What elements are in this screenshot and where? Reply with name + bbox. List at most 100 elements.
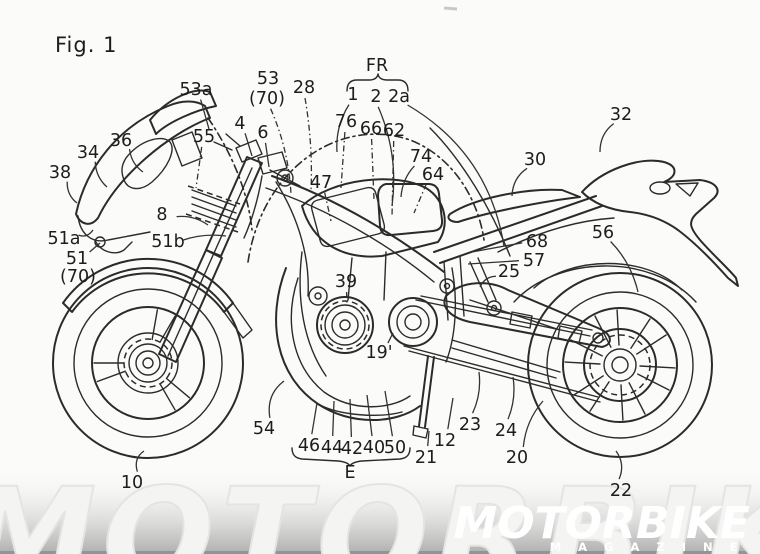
bottom-edge bbox=[0, 551, 760, 554]
ref-label-2: 2 bbox=[370, 87, 381, 107]
rear-wheel bbox=[527, 272, 713, 458]
leader-76 bbox=[340, 131, 346, 189]
ref-label-8: 8 bbox=[156, 205, 167, 225]
ref-label-4: 4 bbox=[234, 114, 245, 134]
spoke-line bbox=[159, 315, 176, 343]
main-frame bbox=[265, 175, 497, 321]
leader-34 bbox=[94, 161, 108, 188]
fr-direction-group: FR bbox=[346, 56, 409, 92]
ref-label-24: 24 bbox=[495, 421, 517, 441]
front-fork bbox=[158, 156, 263, 363]
ref-label-36: 36 bbox=[110, 131, 132, 151]
rear-wheel-spokes bbox=[564, 309, 676, 421]
leader-44 bbox=[332, 400, 335, 437]
ref-label-54: 54 bbox=[253, 419, 275, 439]
ref-label-51: 51 bbox=[66, 249, 88, 269]
ref-label-51b: 51b bbox=[151, 232, 184, 252]
swingarm-and-drive bbox=[403, 282, 611, 403]
leader-47 bbox=[324, 192, 332, 222]
spoke-line bbox=[637, 373, 670, 391]
leader-66 bbox=[370, 138, 375, 201]
leader-50 bbox=[384, 390, 394, 437]
leader-21 bbox=[427, 430, 430, 447]
brand-watermark: MOTORBIKE M A G A Z I N E bbox=[453, 498, 750, 554]
ref-label-50: 50 bbox=[384, 438, 406, 458]
ref-label-57: 57 bbox=[523, 251, 545, 271]
leader-2a bbox=[407, 104, 505, 247]
leader-51 bbox=[89, 242, 101, 253]
spoke-line bbox=[564, 361, 601, 365]
leader-38 bbox=[66, 181, 78, 204]
ref-label-70: (70) bbox=[60, 267, 96, 287]
brand-logo-text: MOTORBIKE bbox=[453, 498, 750, 549]
leader-32 bbox=[599, 123, 615, 153]
leader-2 bbox=[377, 106, 395, 207]
ref-label-44: 44 bbox=[321, 438, 343, 458]
leader-22 bbox=[615, 450, 623, 480]
leader-23 bbox=[472, 371, 481, 414]
leader-57 bbox=[467, 260, 520, 265]
leader-64 bbox=[413, 183, 427, 214]
leader-24 bbox=[507, 376, 515, 420]
front-cowl bbox=[75, 89, 253, 254]
leader-28 bbox=[304, 97, 313, 192]
ref-label-12: 12 bbox=[434, 431, 456, 451]
spoke-line bbox=[594, 315, 612, 348]
leader-19 bbox=[387, 332, 394, 344]
ref-label-76: 76 bbox=[335, 112, 357, 132]
leader-51a bbox=[78, 229, 94, 237]
spoke-line bbox=[570, 339, 603, 357]
spoke-line bbox=[159, 383, 176, 411]
ref-label-28: 28 bbox=[293, 78, 315, 98]
ref-label-53a: 53a bbox=[180, 80, 213, 100]
ref-label-64: 64 bbox=[422, 165, 444, 185]
front-fender bbox=[62, 257, 253, 339]
ref-label-42: 42 bbox=[341, 439, 363, 459]
ref-label-47: 47 bbox=[310, 173, 332, 193]
ref-label-74: 74 bbox=[410, 147, 432, 167]
spoke-line bbox=[620, 384, 624, 421]
leader-54 bbox=[268, 380, 285, 419]
leader-20 bbox=[522, 400, 544, 448]
scan-artifact bbox=[443, 6, 458, 11]
ref-label-21: 21 bbox=[415, 448, 437, 468]
ref-label-39: 39 bbox=[335, 272, 357, 292]
spoke-line bbox=[96, 370, 127, 383]
fr-bracket bbox=[346, 73, 409, 92]
leader-6 bbox=[264, 142, 270, 168]
leader-74 bbox=[400, 165, 415, 198]
ref-label-23: 23 bbox=[459, 415, 481, 435]
front-wheel bbox=[52, 267, 244, 459]
e-group-label: E bbox=[344, 463, 355, 483]
leader-46 bbox=[311, 402, 318, 435]
ref-label-22: 22 bbox=[610, 481, 632, 501]
ref-label-40: 40 bbox=[363, 438, 385, 458]
ref-label-62: 62 bbox=[383, 121, 405, 141]
kickstand bbox=[412, 355, 435, 439]
ref-label-20: 20 bbox=[506, 448, 528, 468]
ref-label-6: 6 bbox=[257, 123, 268, 143]
leader-10 bbox=[135, 450, 145, 472]
fr-label: FR bbox=[366, 56, 388, 76]
ref-label-34: 34 bbox=[77, 143, 99, 163]
ref-label-46: 46 bbox=[298, 436, 320, 456]
brand-magazine-text: M A G A Z I N E bbox=[550, 540, 744, 554]
ref-label-38: 38 bbox=[49, 163, 71, 183]
leader-25 bbox=[479, 275, 496, 288]
ref-label-70: (70) bbox=[249, 89, 285, 109]
leader-53a bbox=[199, 99, 210, 130]
figure-title: Fig. 1 bbox=[55, 33, 117, 57]
leader-lines bbox=[66, 97, 639, 480]
leader-1 bbox=[336, 104, 350, 153]
leader-8 bbox=[176, 215, 209, 226]
leader-51b bbox=[182, 234, 227, 241]
ref-label-68: 68 bbox=[526, 232, 548, 252]
ref-label-30: 30 bbox=[524, 150, 546, 170]
front-wheel-spokes bbox=[93, 309, 191, 411]
ref-label-10: 10 bbox=[121, 473, 143, 493]
leader-4 bbox=[244, 133, 253, 157]
spoke-line bbox=[628, 382, 646, 415]
